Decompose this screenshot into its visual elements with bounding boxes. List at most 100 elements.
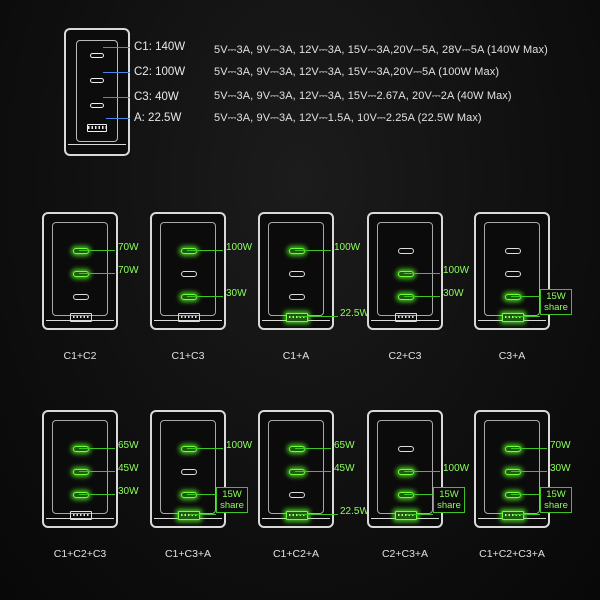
c1-power-label: 100W [226,440,253,451]
charger-foot [371,320,439,331]
c3-power-label: 30W [118,486,139,497]
charger-face [76,40,118,142]
usb-c3-port [505,492,521,498]
usb-c2-port [73,271,89,277]
usb-c2-port [181,271,197,277]
c2-leader-line [404,471,440,472]
charger-face [377,420,433,520]
usb-c1-port [505,248,521,254]
combo-caption: C1+C2 [63,350,97,362]
c2-power-label: 100W [443,265,470,276]
usb-c3-port [398,294,414,300]
shared-power-note: share [544,302,568,313]
charger-face [484,420,540,520]
combo-caption: C3+A [498,350,526,362]
c3-leader-line [187,296,223,297]
usb-c2-port [398,469,414,475]
usb-c1-port [181,446,197,452]
usb-c1-port [181,248,197,254]
a-leader-line [106,118,130,119]
usb-c1-port [73,248,89,254]
usb-a-port [70,511,92,520]
shared-power-value: 15W [546,489,566,500]
c1-leader-line [295,250,331,251]
usb-c3-port [289,294,305,300]
shared-power-note: share [544,500,568,511]
shared-power-value: 15W [546,291,566,302]
usb-c1-port [289,248,305,254]
c1-leader-line [295,448,331,449]
usb-a-port [502,511,524,520]
usb-c2-port [73,469,89,475]
usb-c1-port [289,446,305,452]
a-leader-line [514,316,540,317]
c1-power-label: 70W [118,242,139,253]
shared-power-value: 15W [439,489,459,500]
usb-c2-port [398,271,414,277]
usb-a-port [286,511,308,520]
usb-a-port [502,313,524,322]
c3-leader-line [103,97,130,98]
combo-caption: C1+C3+A [164,548,212,560]
usb-a-port [87,124,107,132]
usb-c2-port [289,271,305,277]
usb-c2-port [90,78,104,83]
charger-foot [68,144,126,155]
combo-caption: C1+C2+C3 [53,548,107,560]
combo-caption: C1+A [282,350,310,362]
c1-power-label: 65W [118,440,139,451]
c1-spec-text: 5V⎓3A, 9V⎓3A, 12V⎓3A, 15V⎓3A,20V⎓5A, 28V… [214,44,548,56]
c1-power-label: 100W [226,242,253,253]
c1-power-label: 70W [550,440,571,451]
usb-c1-port [73,446,89,452]
usb-c1-port [505,446,521,452]
charger-face [484,222,540,322]
c3-leader-line [187,494,216,495]
usb-a-port [70,313,92,322]
c2-power-label: 30W [550,463,571,474]
charger-face [268,420,324,520]
c3-rating-label: C3: 40W [134,91,179,103]
usb-a-port [395,313,417,322]
c2-leader-line [511,471,547,472]
c2-leader-line [79,273,115,274]
usb-c3-port [73,492,89,498]
usb-a-port [178,313,200,322]
charger-combo: 65W 45W 30W C1+C2+C3 [42,410,139,560]
c2-leader-line [295,471,331,472]
a-rating-label: A: 22.5W [134,112,182,124]
a-leader-line [190,514,216,515]
c3-leader-line [404,494,433,495]
usb-c3-port [73,294,89,300]
usb-c3-port [181,294,197,300]
shared-power-note: share [220,500,244,511]
c3-leader-line [404,296,440,297]
usb-a-port [395,511,417,520]
c3-spec-text: 5V⎓3A, 9V⎓3A, 12V⎓3A, 15V⎓2.67A, 20V⎓2A … [214,90,512,102]
usb-c2-port [181,469,197,475]
c1-leader-line [511,448,547,449]
c1-power-label: 100W [334,242,361,253]
c2-power-label: 45W [118,463,139,474]
usb-c3-port [505,294,521,300]
charger-foot [46,320,114,331]
charger-body [258,410,334,528]
combo-caption: C2+C3 [388,350,422,362]
c3-power-label: 30W [226,288,247,299]
usb-a-port [286,313,308,322]
c2-spec-text: 5V⎓3A, 9V⎓3A, 12V⎓3A, 15V⎓3A,20V⎓5A (100… [214,66,500,78]
c1-leader-line [187,250,223,251]
c2-power-label: 45W [334,463,355,474]
a-leader-line [407,514,433,515]
charger-face [52,222,108,322]
c2-leader-line [404,273,440,274]
charger-face [160,420,216,520]
